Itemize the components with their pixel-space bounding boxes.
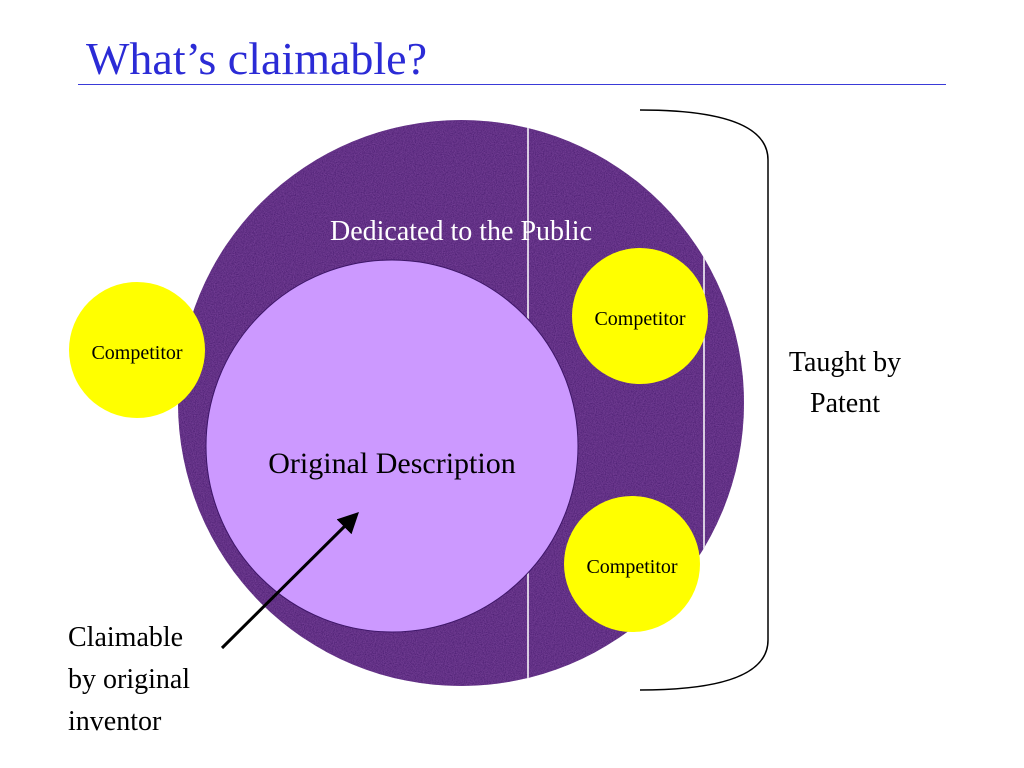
arrow-label-line3: inventor [68, 706, 162, 737]
bracket-label-line2: Patent [810, 388, 880, 419]
original-description-circle [205, 259, 579, 633]
competitor-label-top-right: Competitor [594, 308, 685, 330]
competitor-circle-left [69, 282, 205, 418]
bracket-label-line1: Taught by [789, 347, 901, 378]
title-underline [78, 84, 946, 85]
competitor-label-bottom-right: Competitor [586, 556, 677, 578]
patent-bracket [639, 109, 769, 691]
arrow-label-line1: Claimable [68, 622, 183, 653]
slide-title: What’s claimable? [86, 33, 428, 84]
claim-arrow [220, 512, 359, 650]
competitor-label-left: Competitor [91, 342, 182, 364]
competitor-circle-top-right [572, 248, 708, 384]
arrow-label-line2: by original [68, 664, 190, 695]
original-description-label: Original Description [268, 447, 515, 480]
public-region-label: Dedicated to the Public [330, 216, 592, 247]
competitor-circle-bottom-right [564, 496, 700, 632]
